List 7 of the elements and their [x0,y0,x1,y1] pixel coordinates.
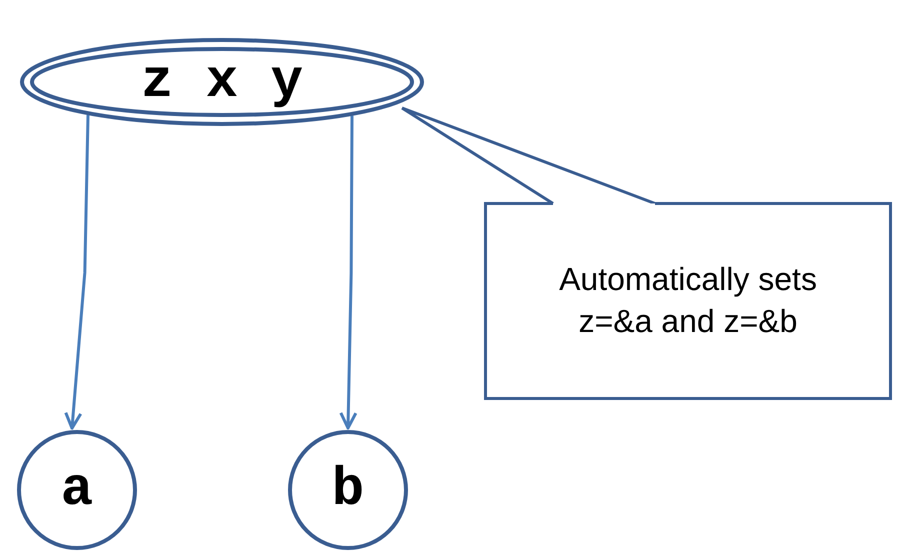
variable-label: z x y [140,52,304,112]
variable-label: a [60,460,94,520]
arrow [64,114,90,430]
callout-text: Automatically sets z=&a and z=&b [558,260,818,341]
arrow [339,116,358,430]
callout-pointer [400,106,656,205]
variable-label: b [332,460,364,520]
